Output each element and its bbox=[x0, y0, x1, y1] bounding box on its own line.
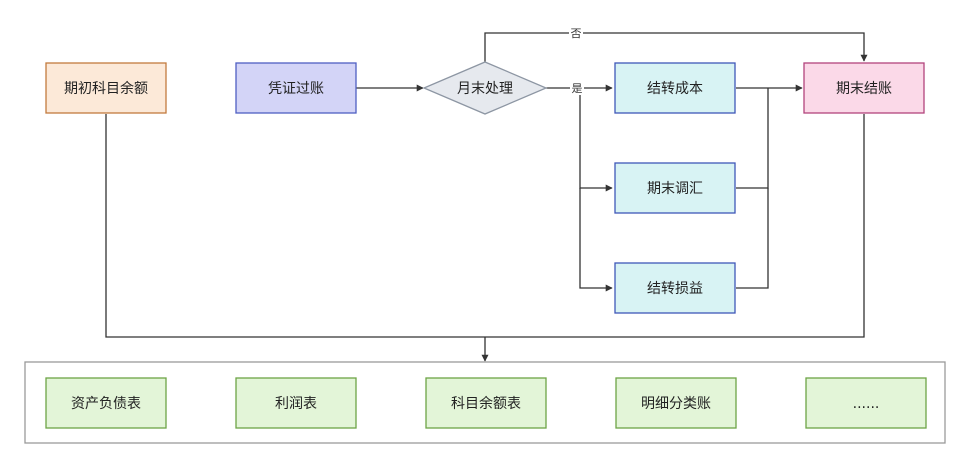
report-balance-sheet: 资产负债表 bbox=[45, 377, 167, 429]
node-period-close-label: 期末结账 bbox=[836, 81, 892, 97]
edge-branch-to-adjust bbox=[579, 88, 613, 192]
node-transfer-cost-label: 结转成本 bbox=[647, 81, 703, 97]
edge-monthend-no-to-close bbox=[484, 32, 868, 62]
node-transfer-pl-label: 结转损益 bbox=[647, 281, 703, 297]
node-voucher-posting: 凭证过账 bbox=[235, 62, 357, 114]
edge-label-no: 否 bbox=[571, 27, 582, 40]
node-period-adjust: 期末调汇 bbox=[614, 162, 736, 214]
node-voucher-posting-label: 凭证过账 bbox=[268, 81, 324, 97]
report-general-ledger: 明细分类账 bbox=[615, 377, 737, 429]
edge-branch-to-pl bbox=[579, 188, 613, 292]
node-period-adjust-label: 期末调汇 bbox=[647, 181, 703, 197]
node-transfer-cost: 结转成本 bbox=[614, 62, 736, 114]
node-transfer-pl: 结转损益 bbox=[614, 262, 736, 314]
connectors bbox=[105, 32, 868, 362]
report-more-label: ...... bbox=[853, 396, 880, 412]
edge-pl-to-merge bbox=[736, 188, 769, 289]
node-opening-balance-label: 期初科目余额 bbox=[64, 80, 148, 97]
node-period-close: 期末结账 bbox=[803, 62, 925, 114]
node-month-end-decision: 月末处理 bbox=[422, 61, 548, 115]
edge-adjust-to-merge bbox=[736, 88, 769, 189]
report-income-statement: 利润表 bbox=[235, 377, 357, 429]
edge-opening-to-reports bbox=[105, 114, 865, 338]
report-account-balance: 科目余额表 bbox=[425, 377, 547, 429]
node-opening-balance: 期初科目余额 bbox=[45, 62, 167, 114]
report-general-ledger-label: 明细分类账 bbox=[641, 396, 711, 412]
report-income-statement-label: 利润表 bbox=[275, 396, 317, 412]
edge-label-yes: 是 bbox=[572, 82, 583, 95]
no-label-bg bbox=[569, 26, 583, 40]
node-month-end-label: 月末处理 bbox=[457, 81, 513, 97]
report-more: ...... bbox=[805, 377, 927, 429]
yes-label-bg bbox=[570, 81, 584, 95]
report-account-balance-label: 科目余额表 bbox=[451, 395, 521, 412]
report-balance-sheet-label: 资产负债表 bbox=[71, 396, 141, 412]
